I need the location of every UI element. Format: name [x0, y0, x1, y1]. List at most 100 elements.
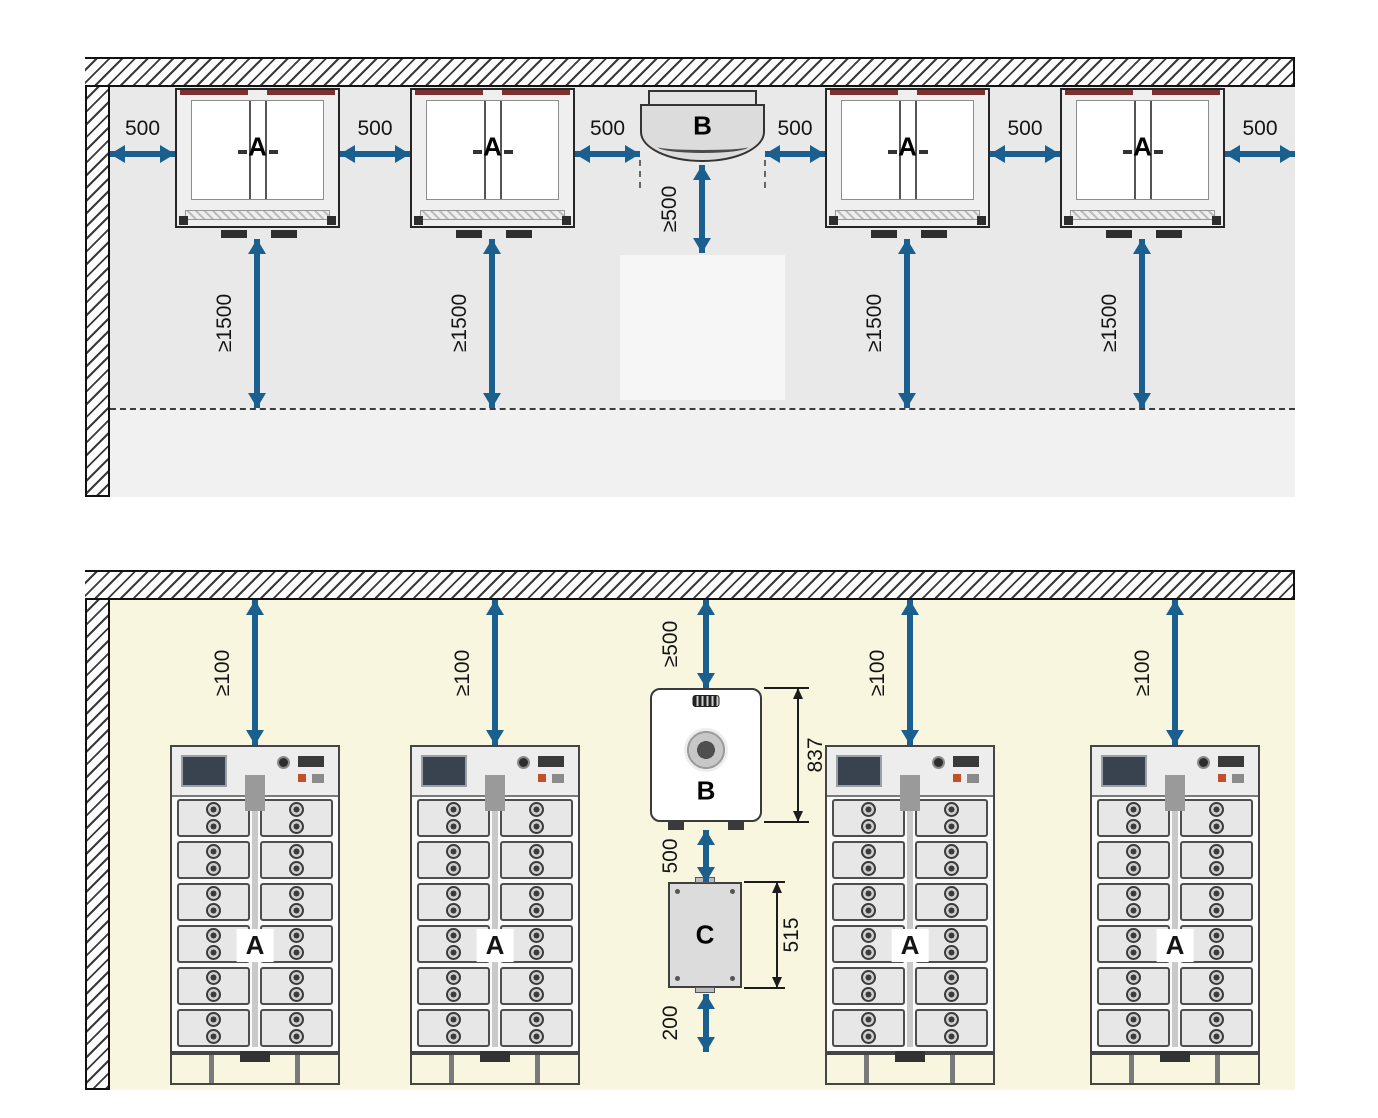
battery-module [177, 799, 250, 837]
module-grid [417, 799, 573, 1047]
unit-label: A [236, 929, 274, 963]
red-edge-strip [267, 90, 335, 95]
cabinet-base [410, 1051, 580, 1085]
unit-label: A [1133, 131, 1152, 162]
fan-icon [1126, 861, 1141, 876]
fan-icon [1209, 802, 1224, 817]
fan-icon [289, 861, 304, 876]
screw-icon [730, 976, 735, 981]
clearance-arrow-vertical [492, 600, 498, 745]
fan-icon [446, 928, 461, 943]
display-screen [1101, 755, 1147, 787]
clearance-label: 500 [1007, 117, 1043, 140]
unit-label: A [1156, 929, 1194, 963]
fan-icon [206, 819, 221, 834]
fan-icon [861, 861, 876, 876]
door-handle [918, 150, 928, 154]
clearance-arrow-vertical [1139, 239, 1145, 408]
battery-module [417, 799, 490, 837]
fan-icon [529, 802, 544, 817]
clearance-label: ≥100 [451, 649, 474, 697]
rack-divider [252, 799, 258, 1047]
fan-icon [944, 987, 959, 1002]
battery-module [1097, 967, 1170, 1005]
battery-module [1180, 1009, 1253, 1047]
door-split-line [1133, 101, 1136, 199]
fan-icon [1126, 844, 1141, 859]
fan-icon [529, 903, 544, 918]
door-split-line [483, 101, 486, 199]
fan-icon [861, 1029, 876, 1044]
base-leg [208, 1055, 214, 1083]
battery-module [832, 841, 905, 879]
cabinet-top-face [1076, 100, 1209, 200]
clearance-arrow-vertical [703, 994, 709, 1052]
battery-module [1097, 841, 1170, 879]
red-edge-strip [415, 90, 483, 95]
inverter-clearance-zone [620, 255, 785, 400]
dim-line [797, 688, 799, 822]
fan-arc-line [657, 141, 748, 153]
fan-icon [1126, 970, 1141, 985]
dim-tick [764, 687, 809, 689]
fan-icon [1209, 819, 1224, 834]
fan-icon [861, 928, 876, 943]
cabinet-top-face [426, 100, 559, 200]
dim-tick [764, 821, 809, 823]
fan-icon [206, 1029, 221, 1044]
battery-module [915, 1009, 988, 1047]
unit-a-top-view: A [825, 88, 990, 238]
emergency-stop-button [517, 756, 530, 769]
battery-module [915, 925, 988, 963]
fan-icon [861, 987, 876, 1002]
screw-icon [730, 889, 735, 894]
red-edge-strip [830, 90, 898, 95]
cabinet-top-face [841, 100, 974, 200]
fan-icon [944, 970, 959, 985]
door-handle [1122, 150, 1132, 154]
clearance-label: ≥500 [659, 620, 682, 668]
status-led [298, 774, 306, 782]
unit-label: A [483, 131, 502, 162]
fan-icon [289, 819, 304, 834]
rear-vent-strip [835, 210, 980, 220]
door-split-line [898, 101, 901, 199]
fan-icon [289, 928, 304, 943]
clearance-arrow-vertical [907, 600, 913, 745]
breaker-switch [1218, 756, 1244, 767]
door-split-line [264, 101, 267, 199]
battery-module [177, 967, 250, 1005]
fan-icon [861, 802, 876, 817]
unit-b-top-view: B [640, 90, 765, 162]
battery-module [177, 1009, 250, 1047]
cabinet-control-strip [412, 747, 578, 797]
fan-icon [944, 945, 959, 960]
clearance-arrow-vertical [699, 165, 705, 253]
base-leg [863, 1055, 869, 1083]
unit-label: A [891, 929, 929, 963]
fan-icon [944, 819, 959, 834]
battery-module [1180, 883, 1253, 921]
fan-icon [529, 1012, 544, 1027]
battery-module [260, 1009, 333, 1047]
clearance-label: ≥1500 [213, 293, 236, 353]
wall-hatch-top [85, 57, 1295, 87]
battery-module [417, 1009, 490, 1047]
fan-icon [446, 1012, 461, 1027]
corner-bracket [414, 216, 423, 225]
fan-icon [1126, 945, 1141, 960]
disconnect-box [480, 1051, 510, 1062]
busbar-bridge [900, 775, 920, 811]
vent-grille-icon [692, 695, 720, 707]
inverter-fan-icon [684, 728, 728, 772]
fan-icon [1209, 945, 1224, 960]
breaker-switch [953, 756, 979, 767]
battery-module [1097, 799, 1170, 837]
clearance-arrow-horizontal [575, 151, 640, 157]
fan-icon [1209, 844, 1224, 859]
battery-module [500, 1009, 573, 1047]
unit-label: A [476, 929, 514, 963]
clearance-arrow-vertical [489, 239, 495, 408]
battery-module [177, 841, 250, 879]
cabinet-base [825, 1051, 995, 1085]
